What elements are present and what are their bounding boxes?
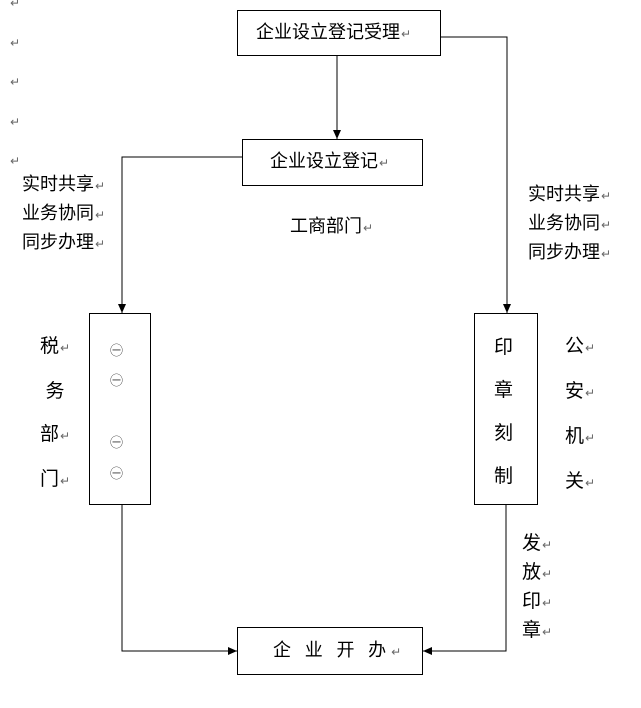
business-start-label: 企 业 开 办↵ [273, 640, 406, 661]
business-start-box: 企 业 开 办↵ [237, 627, 423, 675]
public-security-label: 公↵ 安↵ 机↵ 关↵ [565, 335, 596, 492]
stamp-making-box: 印 章 刻 制 [474, 313, 538, 505]
paragraph-mark: ↵ [10, 36, 21, 50]
share-text-right: 实时共享↵ 业务协同↵ 同步办理↵ [528, 184, 612, 263]
tax-box-mark: ㊀ [110, 374, 124, 389]
stamp-making-label: 印 章 刻 制 [494, 336, 514, 487]
tax-box-mark: ㊀ [110, 467, 124, 482]
arrow-stamp-to-business-start [423, 505, 507, 655]
tax-box-mark: ㊀ [110, 436, 124, 451]
share-text-left: 实时共享↵ 业务协同↵ 同步办理↵ [22, 174, 106, 253]
registration-acceptance-box: 企业设立登记受理↵ [237, 10, 441, 56]
tax-dept-box [89, 313, 151, 505]
registration-label: 企业设立登记↵ [270, 151, 390, 172]
registration-box: 企业设立登记↵ [242, 139, 423, 186]
arrow-acceptance-to-stamp [440, 36, 511, 313]
arrow-registration-to-tax [118, 156, 243, 313]
issue-stamp-label: 发↵ 放↵ 印↵ 章↵ [522, 532, 553, 641]
paragraph-mark: ↵ [10, 154, 21, 168]
registration-acceptance-label: 企业设立登记受理↵ [256, 22, 412, 43]
aic-dept-label: 工商部门↵ [290, 216, 374, 237]
paragraph-mark: ↵ [10, 115, 21, 129]
tax-box-mark: ㊀ [110, 344, 124, 359]
paragraph-mark: ↵ [10, 0, 21, 10]
arrow-tax-to-business-start [121, 505, 237, 655]
tax-dept-label: 税↵ 务 部↵ 门↵ [40, 335, 71, 490]
paragraph-mark: ↵ [10, 75, 21, 89]
